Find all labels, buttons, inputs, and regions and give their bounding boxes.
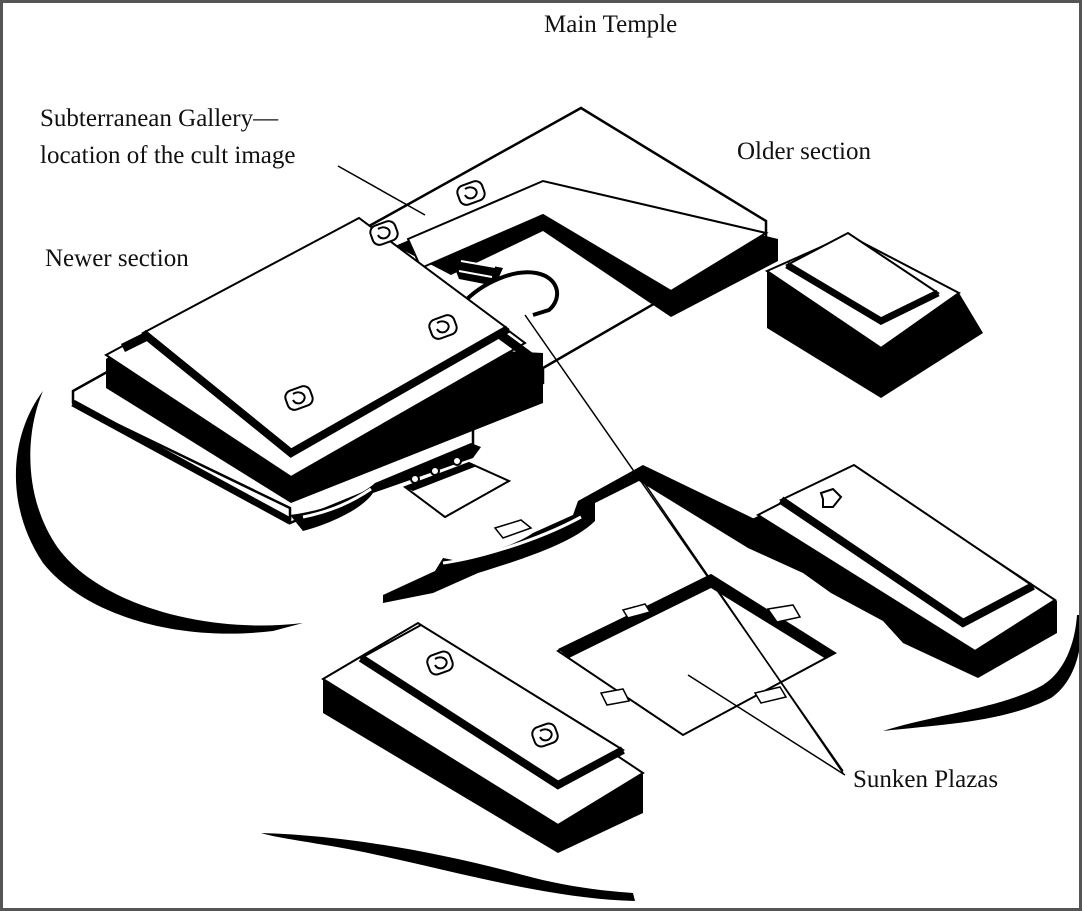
label-newer-section: Newer section — [45, 245, 189, 272]
plaza-causeway — [383, 465, 763, 603]
newer-section-front — [290, 443, 512, 531]
east-annex — [764, 231, 983, 398]
south-platform — [321, 621, 645, 853]
newer-section-pyramid — [104, 216, 543, 503]
subterranean-gallery — [463, 270, 560, 317]
leader-lines — [337, 165, 846, 776]
label-gallery-line-1: Subterranean Gallery— — [40, 105, 279, 132]
gallery-leader-line — [337, 165, 426, 216]
plaza-leader-line-middle — [642, 480, 844, 774]
diagram-title: Main Temple — [544, 11, 678, 38]
plaza-leader-line-lower — [687, 674, 846, 776]
sunken-plaza-southeast — [556, 573, 837, 737]
shrine-glyphs — [284, 180, 559, 748]
label-older-section: Older section — [737, 138, 871, 165]
east-platform — [748, 463, 1057, 678]
label-subterranean-gallery: Subterranean Gallery— location of the cu… — [40, 100, 295, 174]
ground-contours — [15, 391, 1079, 901]
label-gallery-line-2: location of the cult image — [40, 142, 296, 169]
label-sunken-plazas: Sunken Plazas — [853, 766, 999, 793]
temple-isometric-drawing — [15, 106, 1079, 901]
older-section-walls — [395, 179, 778, 317]
